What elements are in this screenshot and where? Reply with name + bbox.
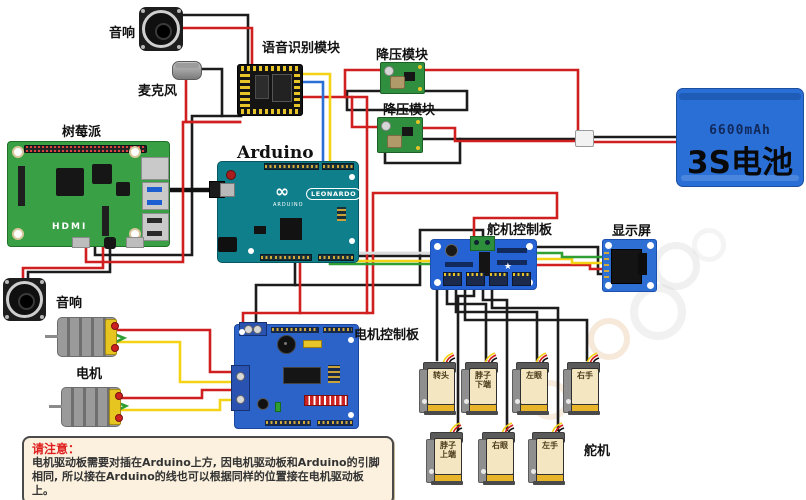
- servo-left-eye: 左眼: [512, 352, 549, 415]
- buzzer: [277, 335, 296, 354]
- watermark: [692, 228, 726, 262]
- star-logo-icon: ★: [503, 262, 512, 272]
- watermark: [630, 284, 686, 340]
- jumper: [275, 402, 281, 412]
- note-title: 请注意：: [32, 442, 81, 456]
- capacitor: [445, 244, 458, 257]
- gpio-header: [24, 145, 147, 153]
- arduino-logo-icon: ∞: [275, 182, 290, 202]
- speaker-top: [139, 7, 183, 51]
- label-microphone: 麦克风: [138, 84, 178, 99]
- pca9685-chip: [479, 252, 490, 276]
- servo-header-group: [466, 272, 485, 286]
- label-buck-module-2: 降压模块: [383, 103, 436, 118]
- dc-motor-1: [45, 317, 119, 357]
- soc-chip: [56, 168, 84, 196]
- label-display: 显示屏: [612, 224, 652, 239]
- servo-head-turn: 转头: [419, 352, 456, 415]
- label-raspberry-pi: 树莓派: [62, 125, 102, 140]
- servo-header-group: [512, 272, 531, 286]
- micro-hdmi-port: [126, 237, 144, 248]
- microphone: [172, 61, 202, 80]
- icsp-header: [337, 207, 346, 221]
- usbc-power-port: [72, 237, 90, 248]
- usb3-ports: [142, 182, 169, 210]
- servo-left-hand: 左手: [528, 422, 565, 485]
- arduino-board: ∞ ARDUINO LEONARDO: [209, 161, 362, 263]
- reset-button: [226, 170, 236, 180]
- watermark: [588, 318, 630, 360]
- label-speaker-top: 音响: [109, 26, 136, 41]
- label-motor: 电机: [76, 367, 103, 382]
- servo-header-group: [443, 272, 462, 286]
- l298-chip: [283, 367, 321, 384]
- note-body: 电机驱动板需要对插在Arduino上方, 因电机驱动板和Arduino的引脚相同…: [32, 456, 380, 497]
- battery-capacity: 6600mAh: [709, 123, 771, 138]
- usb-socket: [220, 183, 235, 197]
- servo-right-hand: 右手: [563, 352, 600, 415]
- ethernet-port: [141, 157, 169, 180]
- arduino-model-badge: LEONARDO: [306, 188, 362, 200]
- hdmi-text: HDMI: [52, 222, 88, 232]
- label-servo-group: 舵机: [584, 444, 611, 459]
- speaker-cone: [154, 22, 172, 40]
- servo-right-eye: 右眼: [478, 422, 515, 485]
- arduino-brand-text: ARDUINO: [273, 202, 304, 208]
- note-box: 请注意： 电机驱动板需要对插在Arduino上方, 因电机驱动板和Arduino…: [22, 436, 394, 500]
- label-arduino: Arduino: [237, 143, 314, 163]
- electrolytic-cap: [257, 398, 269, 410]
- label-motor-controller: 电机控制板: [354, 328, 420, 343]
- oled-display: [602, 239, 657, 292]
- buck-module-1: [380, 62, 425, 94]
- dip-header: [328, 365, 340, 383]
- audio-jack: [104, 237, 116, 249]
- label-voice-module: 语音识别模块: [262, 41, 341, 56]
- raspberry-pi: HDMI: [7, 141, 170, 249]
- power-jack: [218, 237, 237, 252]
- battery-connector: [575, 130, 594, 147]
- battery-3s: 6600mAh 3S电池: [676, 88, 804, 187]
- usb2-ports: [142, 213, 169, 241]
- voice-recognition-module: [237, 64, 303, 116]
- motor-controller-board: [231, 322, 359, 429]
- label-speaker-bottom: 音响: [56, 296, 83, 311]
- servo-controller-board: ★: [430, 236, 537, 290]
- dc-motor-2: [49, 387, 123, 427]
- led-row: [304, 395, 348, 406]
- display-pins: [604, 252, 609, 278]
- yellow-header: [303, 340, 322, 348]
- label-buck-module-1: 降压模块: [376, 48, 429, 63]
- label-servo-controller: 舵机控制板: [487, 223, 553, 238]
- speaker-bottom: [3, 278, 46, 321]
- ram-chip: [92, 164, 112, 184]
- power-terminal: [470, 236, 495, 251]
- servo-header-group: [489, 272, 508, 286]
- battery-name: 3S电池: [687, 145, 793, 181]
- servo-neck-upper: 脖子上端: [426, 422, 463, 485]
- servo-neck-lower: 脖子下端: [461, 352, 498, 415]
- motor-a-terminal: [231, 365, 250, 411]
- buck-module-2: [377, 117, 423, 153]
